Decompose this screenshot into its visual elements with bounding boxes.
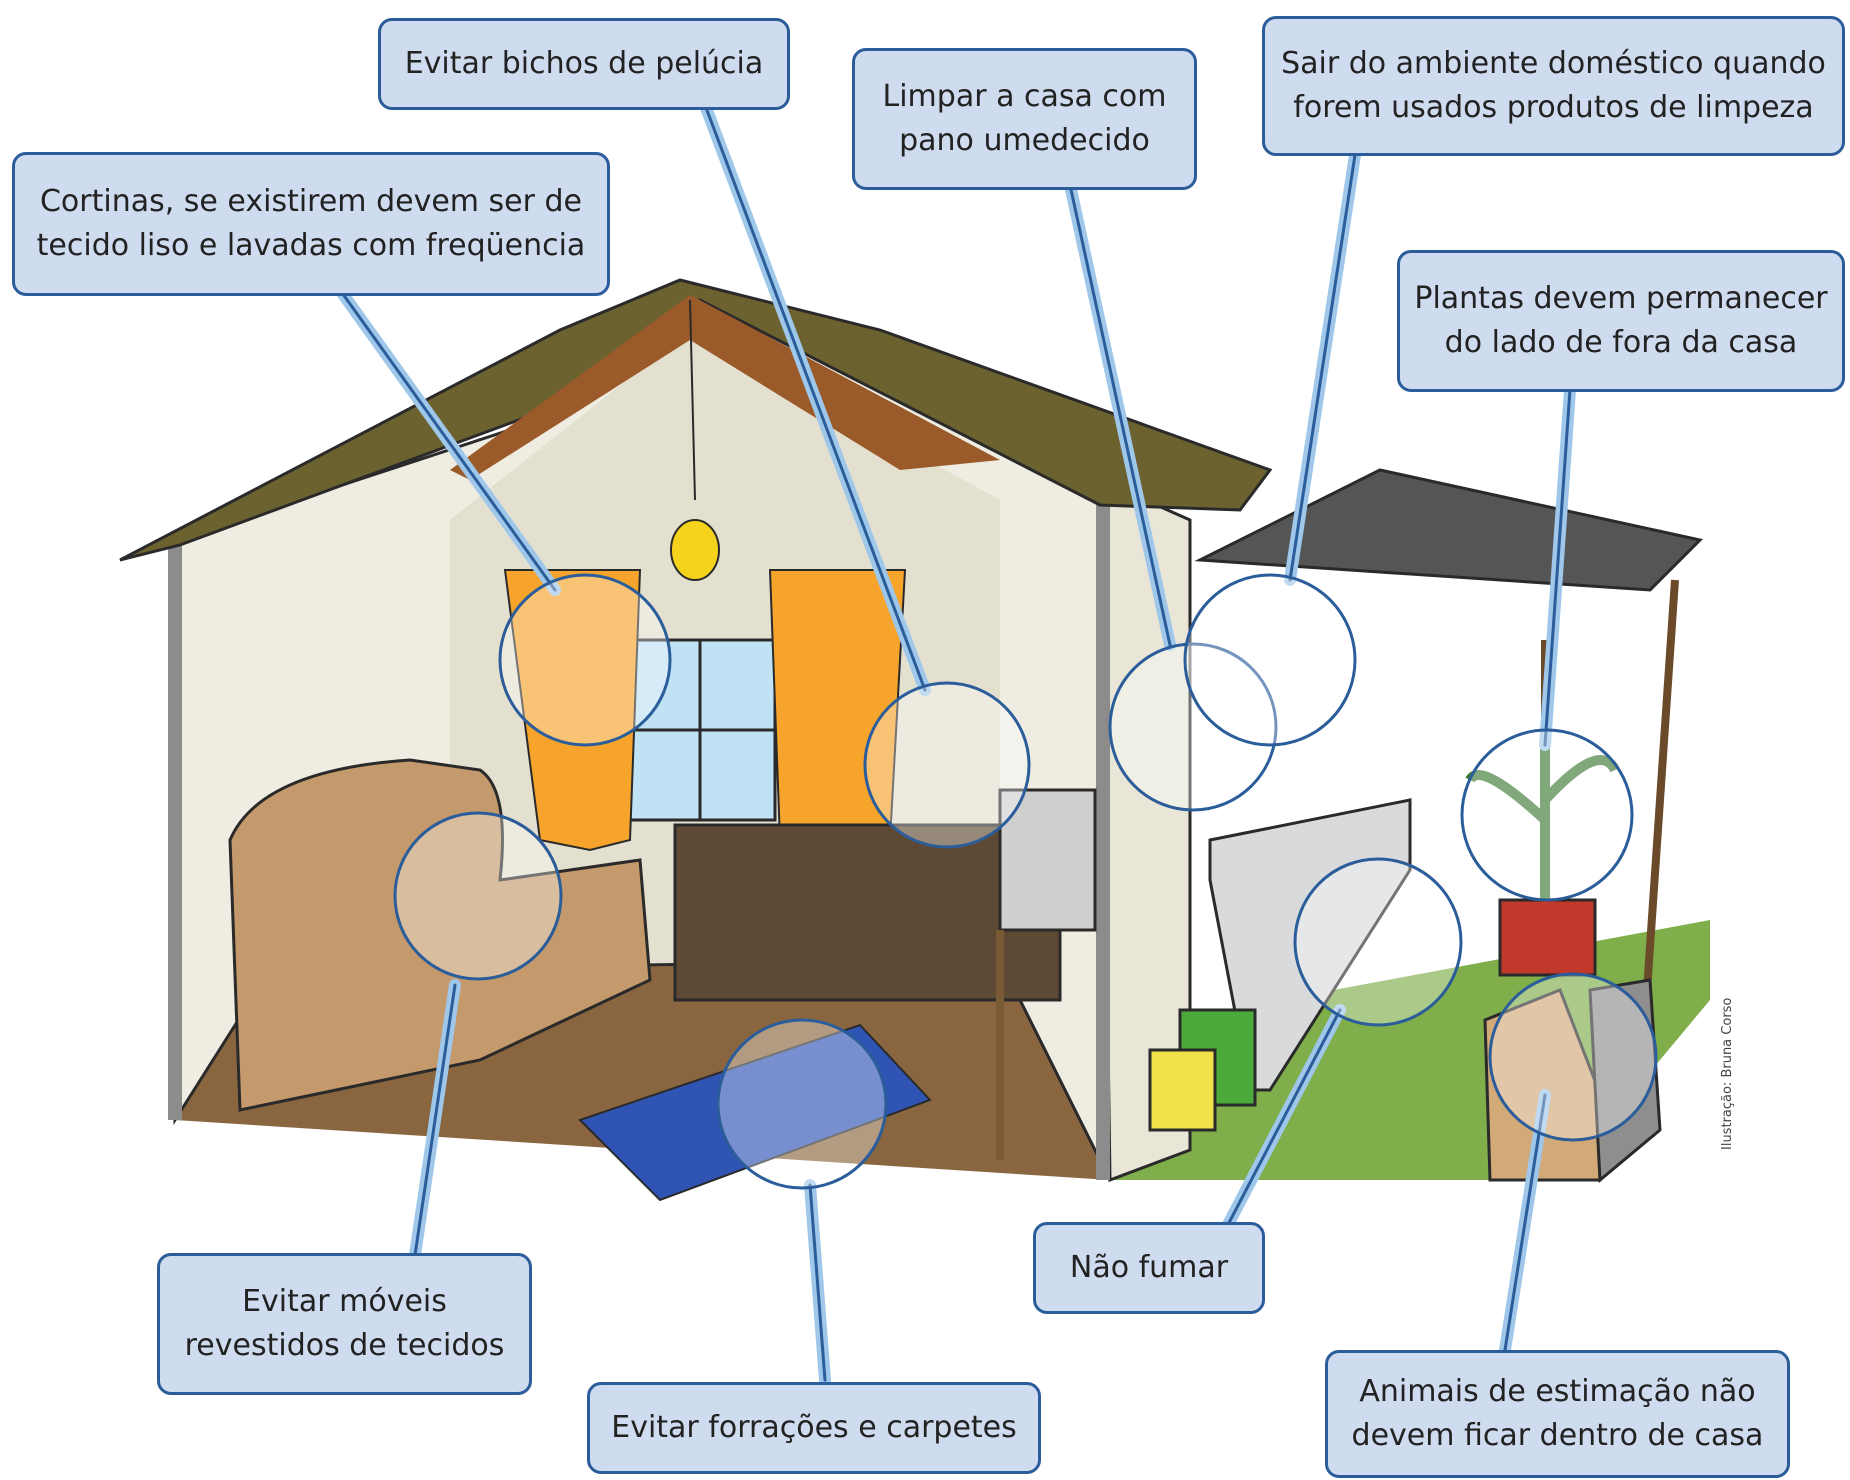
callout-moveis: Evitar móveis revestidos de tecidos xyxy=(157,1253,532,1395)
awning-post-2 xyxy=(1641,579,1679,1021)
illustration-credit: Ilustração: Bruna Corso xyxy=(1720,997,1735,1150)
roof-underside xyxy=(450,295,1000,480)
magnifier-curtain xyxy=(498,573,672,747)
magnifier-cigarette xyxy=(1293,857,1463,1027)
magnifier-sofa xyxy=(393,811,563,981)
light-bulb-icon xyxy=(670,519,720,581)
magnifier-plant xyxy=(1460,728,1634,902)
callout-animais: Animais de estimação não devem ficar den… xyxy=(1325,1350,1790,1478)
callout-plantas: Plantas devem permanecer do lado de fora… xyxy=(1397,250,1845,392)
plant xyxy=(1465,740,1620,900)
sideboard xyxy=(673,823,1062,1002)
awning xyxy=(1194,468,1704,592)
callout-produtos: Sair do ambiente doméstico quando forem … xyxy=(1262,16,1845,156)
magnifier-teddy xyxy=(863,681,1031,849)
callout-bichos: Evitar bichos de pelúcia xyxy=(378,18,790,110)
leader-lines-core xyxy=(338,103,1572,1382)
bucket-yellow xyxy=(1148,1048,1217,1132)
sink xyxy=(1208,798,1412,1092)
magnifier-cloth xyxy=(1108,642,1278,812)
magnifier-rug xyxy=(716,1018,888,1190)
curtain-left xyxy=(503,569,642,852)
sofa xyxy=(228,758,652,1112)
callout-forracoes: Evitar forrações e carpetes xyxy=(587,1382,1041,1474)
wall-post-right xyxy=(1096,500,1110,1180)
callout-cortinas: Cortinas, se existirem devem ser de teci… xyxy=(12,152,610,296)
roof xyxy=(119,278,1273,562)
plant-pot xyxy=(1498,898,1597,977)
wall-post-left xyxy=(168,540,182,1120)
bulb-cord xyxy=(689,299,696,501)
callout-pano: Limpar a casa com pano umedecido xyxy=(852,48,1197,190)
magnifier-products xyxy=(1183,573,1357,747)
rug xyxy=(578,1023,932,1202)
callout-fumar: Não fumar xyxy=(1033,1222,1265,1314)
magnifier-circles xyxy=(393,573,1658,1190)
magnifier-pets xyxy=(1488,972,1658,1142)
tv xyxy=(998,788,1097,932)
cat xyxy=(1588,978,1662,1184)
